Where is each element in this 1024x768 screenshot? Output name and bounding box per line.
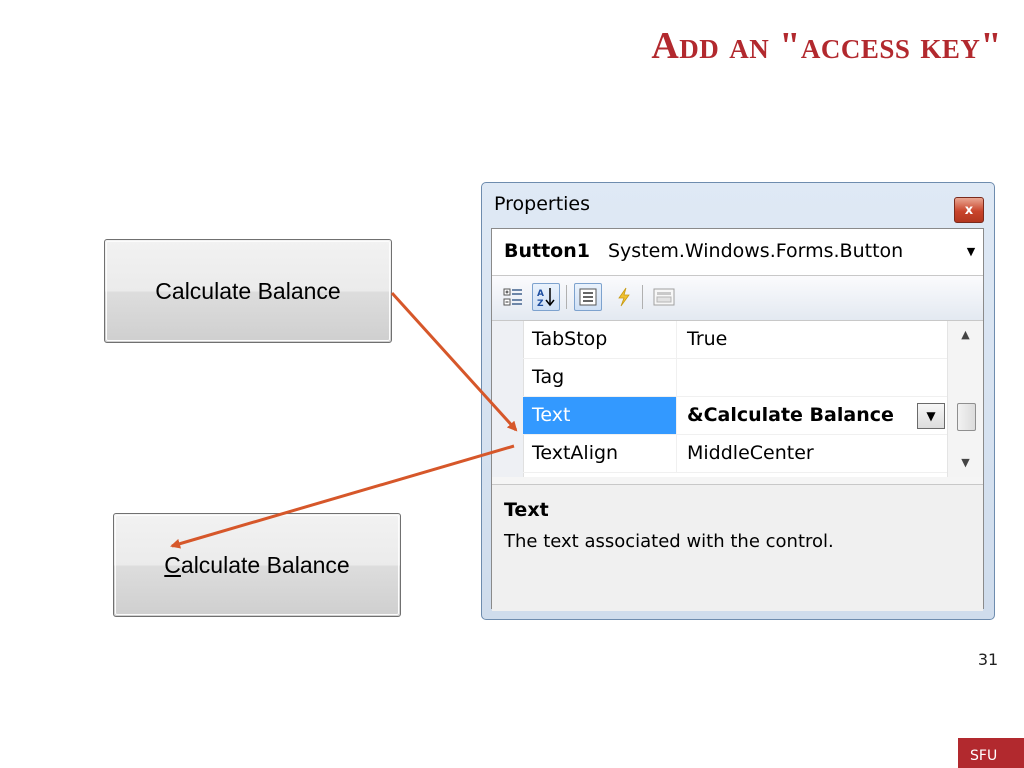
close-button[interactable]: x: [954, 197, 984, 223]
description-text: The text associated with the control.: [504, 531, 834, 552]
property-value[interactable]: True: [687, 328, 728, 350]
sfu-logo: SFU: [958, 738, 1024, 768]
properties-toolbar: A Z: [492, 276, 983, 321]
events-icon[interactable]: [610, 283, 638, 311]
value-dropdown-button[interactable]: ▼: [917, 403, 945, 429]
property-row-textalign[interactable]: TextAlign MiddleCenter: [523, 435, 948, 473]
property-pages-icon[interactable]: [650, 283, 678, 311]
property-name: Tag: [523, 359, 677, 396]
chevron-down-icon[interactable]: ▼: [966, 245, 976, 258]
description-title: Text: [504, 499, 549, 521]
property-grid: TabStop True Tag Text &Calculate Balance…: [492, 321, 983, 477]
scroll-thumb[interactable]: [957, 403, 976, 431]
property-row-tabstop[interactable]: TabStop True: [523, 321, 948, 359]
calculate-balance-button-before[interactable]: Calculate Balance: [104, 239, 392, 343]
property-row-tag[interactable]: Tag: [523, 359, 948, 397]
property-value[interactable]: MiddleCenter: [687, 442, 814, 464]
svg-text:A: A: [537, 289, 544, 299]
property-row-text[interactable]: Text &Calculate Balance ▼: [523, 397, 948, 435]
categorized-icon[interactable]: [499, 283, 527, 311]
property-value[interactable]: [678, 359, 948, 396]
access-key-letter: C: [164, 551, 181, 578]
properties-window: Properties x Button1 System.Windows.Form…: [481, 182, 995, 620]
description-pane: Text The text associated with the contro…: [492, 484, 983, 611]
object-type: System.Windows.Forms.Button: [608, 240, 904, 262]
scroll-down-icon[interactable]: ▼: [961, 456, 970, 469]
object-selector[interactable]: Button1 System.Windows.Forms.Button ▼: [492, 229, 983, 276]
property-value-editor[interactable]: &Calculate Balance ▼: [678, 397, 948, 434]
object-name: Button1: [504, 240, 590, 262]
properties-body: Button1 System.Windows.Forms.Button ▼: [491, 228, 984, 611]
scroll-up-icon[interactable]: ▲: [961, 328, 970, 341]
alphabetical-icon[interactable]: A Z: [532, 283, 560, 311]
grid-margin: [492, 321, 524, 477]
properties-titlebar: Properties x: [482, 183, 994, 225]
properties-icon[interactable]: [574, 283, 602, 311]
svg-text:Z: Z: [537, 299, 544, 308]
calculate-balance-button-after[interactable]: Calculate Balance: [113, 513, 401, 617]
vertical-scrollbar[interactable]: ▲ ▼: [947, 321, 983, 477]
button-label-rest: alculate Balance: [180, 551, 350, 578]
page-number: 31: [977, 650, 999, 669]
chevron-down-icon: ▼: [926, 408, 936, 423]
properties-title: Properties: [494, 193, 591, 215]
property-value-text: &Calculate Balance: [687, 404, 894, 426]
button-label-with-access-key: Calculate Balance: [164, 552, 349, 579]
slide-title: Add an "access key": [651, 25, 1002, 67]
button-label: Calculate Balance: [155, 277, 341, 304]
close-icon: x: [964, 202, 974, 218]
property-name: Text: [523, 397, 677, 434]
property-name: TabStop: [523, 321, 677, 358]
property-name: TextAlign: [523, 435, 677, 472]
